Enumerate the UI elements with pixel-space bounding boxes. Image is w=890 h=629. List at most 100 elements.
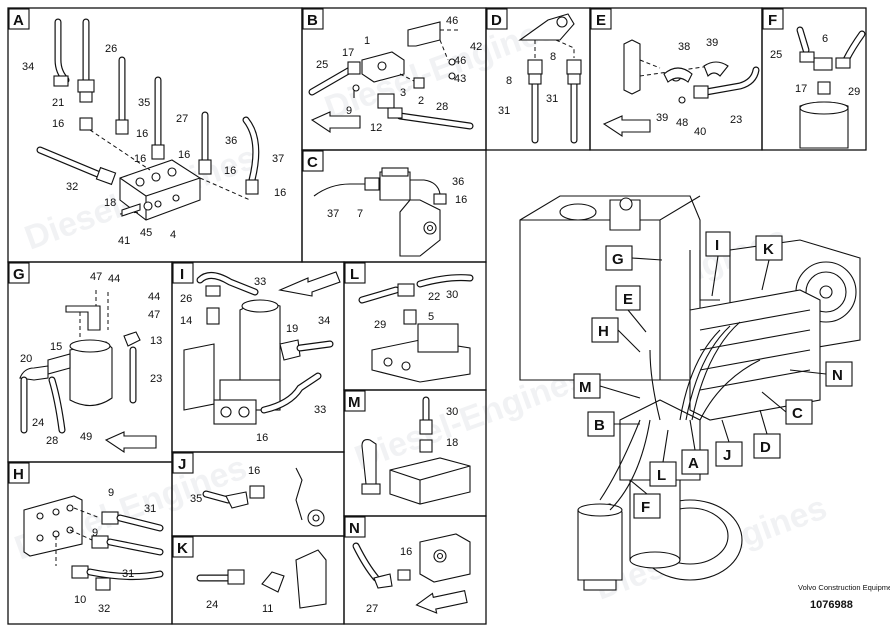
panel-c-drawing [313,167,447,257]
callout-8b: 8 [506,75,512,87]
svg-text:G: G [612,251,624,268]
overview-tag-k: K [755,235,783,261]
panel-e-callouts: 38 39 39 48 40 23 [656,37,742,138]
callout-31h: 31 [144,503,156,515]
callout-17f: 17 [795,83,807,95]
callout-18: 18 [104,197,116,209]
callout-31a: 31 [546,93,558,105]
callout-46b: 46 [454,55,466,67]
panel-tag-e: E [590,8,612,30]
svg-text:B: B [307,12,318,29]
panel-d-drawing [518,13,582,144]
svg-text:A: A [13,12,24,29]
overview-tag-h: H [591,317,619,343]
callout-31h2: 31 [122,568,134,580]
overview-tag-j: J [715,441,743,467]
manufacturer-caption: Volvo Construction Equipment [798,583,890,592]
panel-j-drawing [202,467,325,527]
panel-l-callouts: 22 30 29 5 [374,289,458,331]
svg-text:I: I [180,266,184,283]
callout-19: 19 [286,323,298,335]
panel-f-callouts: 6 25 17 29 [770,33,860,98]
svg-text:H: H [598,323,609,340]
callout-5: 5 [428,311,434,323]
svg-text:L: L [350,266,359,283]
svg-text:C: C [792,405,803,422]
svg-text:D: D [760,439,771,456]
callout-29f: 29 [848,86,860,98]
overview-tag-m: M [573,373,601,399]
callout-37: 37 [272,153,284,165]
svg-text:N: N [832,367,843,384]
callout-16e: 16 [274,187,286,199]
callout-16d: 16 [224,165,236,177]
panel-tag-n: N [344,516,366,538]
callout-35j: 35 [190,493,202,505]
panel-tag-m: M [344,390,366,412]
callout-28: 28 [436,101,448,113]
panel-k-drawing [196,549,327,609]
callout-22: 22 [428,291,440,303]
callout-32: 32 [66,181,78,193]
overview-tag-f: F [633,493,661,519]
panel-i-drawing [183,271,341,425]
panel-a-drawing [36,18,260,221]
svg-text:L: L [657,467,666,484]
callout-46a: 46 [446,15,458,27]
callout-25: 25 [316,59,328,71]
panel-tag-b: B [302,8,324,30]
callout-16c: 16 [178,149,190,161]
svg-text:M: M [348,394,361,411]
callout-30m: 30 [446,406,458,418]
callout-9h2: 9 [92,527,98,539]
callout-18m: 18 [446,437,458,449]
svg-text:G: G [13,266,25,283]
panel-g-drawing [19,290,157,454]
overview-tag-l: L [649,461,677,487]
panel-d-callouts: 8 8 31 31 [498,51,558,117]
panel-tag-c: C [302,150,324,172]
callout-21: 21 [52,97,64,109]
panel-m-callouts: 30 18 [446,406,458,449]
callout-29l: 29 [374,319,386,331]
panel-i-callouts: 33 26 14 19 34 33 16 [180,276,330,444]
callout-14: 14 [180,315,192,327]
svg-text:E: E [623,291,633,308]
callout-34: 34 [22,61,34,73]
callout-34i: 34 [318,315,330,327]
overview-tag-b: B [587,411,615,437]
svg-text:B: B [594,417,605,434]
panel-tag-g: G [8,262,30,284]
panel-tag-k: K [172,536,194,558]
panel-n-callouts: 16 27 [366,546,412,615]
panel-h-drawing [23,495,164,591]
callout-45: 45 [140,227,152,239]
svg-text:H: H [13,466,24,483]
callout-24g: 24 [32,417,44,429]
panel-h-callouts: 9 31 9 31 10 32 [74,487,156,615]
callout-33i: 33 [254,276,266,288]
callout-16b: 16 [136,128,148,140]
callout-41: 41 [118,235,130,247]
panel-c-callouts: 36 16 37 7 [327,176,467,220]
callout-43: 43 [454,73,466,85]
overview-tags: G I K E H N M B C D J A L F [573,231,853,519]
callout-10: 10 [74,594,86,606]
callout-39b: 39 [656,112,668,124]
panel-tag-a: A [8,8,30,30]
panel-frames [7,7,867,625]
callout-40: 40 [694,126,706,138]
panel-tag-j: J [172,452,194,474]
svg-text:I: I [715,237,719,254]
callout-24k: 24 [206,599,218,611]
callout-36: 36 [225,135,237,147]
overview-tag-n: N [825,361,853,387]
callout-37c: 37 [327,208,339,220]
callout-1: 1 [364,35,370,47]
panel-tag-f: F [762,8,784,30]
callout-16c2: 16 [455,194,467,206]
callout-26: 26 [105,43,117,55]
callout-26i: 26 [180,293,192,305]
svg-text:K: K [763,241,774,258]
